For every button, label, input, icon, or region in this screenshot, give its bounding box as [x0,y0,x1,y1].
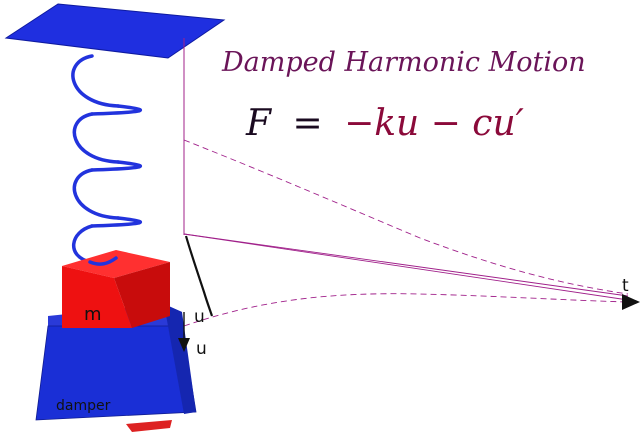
upper-envelope [183,139,629,295]
mass-block [62,250,170,328]
displacement-arrowhead [178,338,190,352]
equation-lhs: F [245,103,273,144]
lower-envelope [183,293,629,327]
equation-equals: = [292,103,322,144]
damped-trajectory [184,235,214,317]
lower-ray [183,233,629,301]
upper-ray [183,233,629,297]
mass-label: m [84,304,102,325]
envelope-curves [183,139,629,327]
time-axis-label: t [622,276,629,296]
diagram-title: Damped Harmonic Motion [221,47,586,78]
ceiling-plate [4,3,226,59]
displacement-arrow-label: u [196,339,207,359]
spring-hook [88,256,118,266]
displacement-axis-label: u [194,307,205,327]
damper-label: damper [56,398,111,414]
equation: F = −ku − cu′ [245,103,524,144]
spring [71,54,142,265]
time-axis-arrow [622,294,640,310]
equation-rhs: −ku − cu′ [344,103,524,144]
